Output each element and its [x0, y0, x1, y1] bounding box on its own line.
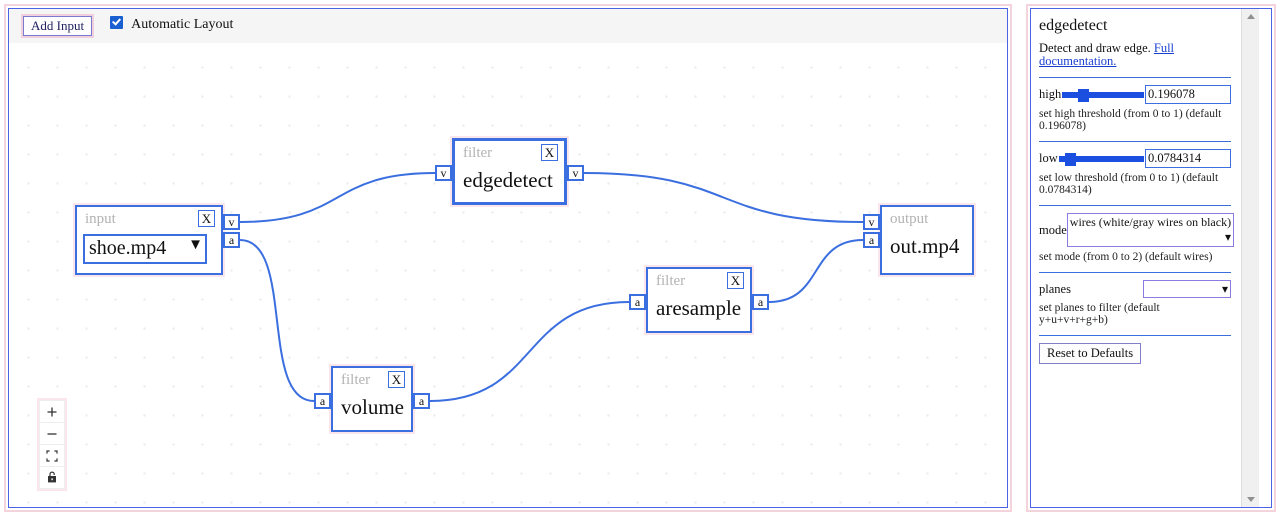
properties-body: edgedetect Detect and draw edge. Full do…: [1031, 9, 1241, 507]
node-header: filter X: [333, 368, 411, 394]
reset-to-defaults-button[interactable]: Reset to Defaults: [1039, 343, 1142, 364]
field-label-high: high: [1039, 87, 1062, 101]
node-close-button[interactable]: X: [727, 272, 744, 289]
field-row-planes: planes ▾: [1039, 280, 1231, 298]
select-planes[interactable]: ▾: [1143, 280, 1231, 298]
port-in-a-output[interactable]: a: [863, 232, 880, 248]
fit-view-icon: [46, 449, 58, 462]
fit-view-button[interactable]: [40, 445, 64, 467]
node-kind-label: input: [85, 211, 116, 227]
field-label-mode: mode: [1039, 222, 1067, 237]
lock-icon: [48, 471, 56, 483]
port-in-v-edgedetect[interactable]: v: [435, 165, 452, 181]
description-text: Detect and draw edge.: [1039, 41, 1151, 55]
node-kind-label: filter: [463, 145, 493, 161]
properties-description: Detect and draw edge. Full documentation…: [1039, 42, 1231, 68]
edge-aresample-to-output[interactable]: [768, 239, 864, 303]
slider-thumb-high[interactable]: [1078, 88, 1090, 102]
port-out-a-volume[interactable]: a: [413, 393, 430, 409]
field-help-mode: set mode (from 0 to 2) (default wires): [1039, 251, 1213, 263]
node-header: input X: [77, 207, 221, 233]
node-kind-label: output: [890, 211, 929, 227]
scroll-up-button[interactable]: [1242, 9, 1259, 24]
port-out-v-input[interactable]: v: [223, 214, 240, 230]
node-title: aresample: [656, 296, 742, 320]
zoom-out-button[interactable]: [40, 423, 64, 445]
select-value-mode: wires (white/gray wires on black): [1069, 215, 1232, 229]
node-header: filter X: [648, 269, 750, 295]
chevron-down-icon: ▾: [1221, 282, 1228, 296]
automatic-layout-control[interactable]: Automatic Layout: [110, 15, 233, 33]
plus-icon: [47, 407, 57, 416]
edge-volume-to-aresample[interactable]: [429, 301, 630, 402]
chevron-up-icon: [1246, 14, 1255, 19]
lock-button[interactable]: [40, 467, 64, 488]
field-label-planes: planes: [1039, 281, 1071, 296]
chevron-down-icon: [1246, 497, 1255, 502]
properties-title: edgedetect: [1039, 17, 1108, 34]
node-close-button[interactable]: X: [388, 371, 405, 388]
node-kind-label: filter: [656, 273, 686, 289]
slider-thumb-low[interactable]: [1065, 152, 1077, 166]
field-help-high: set high threshold (from 0 to 1) (defaul…: [1039, 108, 1222, 132]
editor-toolbar: Add Input Automatic Layout: [9, 9, 1007, 43]
field-divider: [1039, 141, 1231, 142]
field-divider: [1039, 77, 1231, 78]
number-input-low[interactable]: 0.0784314: [1145, 149, 1231, 168]
add-input-button[interactable]: Add Input: [20, 14, 95, 38]
chevron-down-icon: ▾: [1225, 230, 1232, 244]
properties-fields: high 0.196078 set high threshold (from 0 t…: [1039, 77, 1235, 364]
field-help-planes: set planes to filter (default y+u+v+r+g+…: [1039, 302, 1160, 326]
slider-high[interactable]: [1062, 88, 1144, 102]
node-header: filter X: [455, 141, 564, 167]
port-in-a-aresample[interactable]: a: [629, 294, 646, 310]
number-input-high[interactable]: 0.196078: [1145, 85, 1231, 104]
node-kind-label: filter: [341, 372, 371, 388]
select-mode[interactable]: wires (white/gray wires on black)▾: [1066, 213, 1235, 247]
node-title: volume: [341, 395, 404, 419]
zoom-in-button[interactable]: [40, 401, 64, 423]
edge-edgedetect-to-output[interactable]: [583, 172, 864, 223]
field-divider: [1039, 272, 1231, 273]
scroll-down-button[interactable]: [1242, 492, 1259, 507]
field-row-low: low 0.0784314: [1039, 149, 1231, 168]
edge-input-to-volume[interactable]: [239, 239, 315, 402]
port-in-v-output[interactable]: v: [863, 214, 880, 230]
port-out-a-aresample[interactable]: a: [752, 294, 769, 310]
port-in-a-volume[interactable]: a: [314, 393, 331, 409]
field-divider: [1039, 335, 1231, 336]
graph-edges: [239, 172, 864, 402]
properties-inner: edgedetect Detect and draw edge. Full do…: [1030, 8, 1272, 508]
properties-scrollbar[interactable]: [1241, 9, 1259, 507]
input-file-select[interactable]: shoe.mp4▼: [83, 234, 207, 264]
node-title: out.mp4: [890, 234, 960, 258]
minus-icon: [47, 432, 57, 435]
properties-panel: edgedetect Detect and draw edge. Full do…: [1026, 4, 1276, 512]
field-row-high: high 0.196078: [1039, 85, 1231, 104]
node-close-button[interactable]: X: [198, 210, 215, 227]
node-close-button[interactable]: X: [541, 144, 558, 161]
node-header: output: [882, 207, 972, 233]
automatic-layout-label: Automatic Layout: [131, 17, 234, 32]
field-label-low: low: [1039, 151, 1058, 165]
port-out-v-edgedetect[interactable]: v: [567, 165, 584, 181]
node-output[interactable]: output out.mp4: [878, 203, 976, 277]
automatic-layout-checkbox[interactable]: [110, 16, 124, 29]
field-help-low: set low threshold (from 0 to 1) (default…: [1039, 172, 1219, 196]
full-documentation-link[interactable]: Full documentation.: [1039, 41, 1175, 68]
edge-input-to-edgedetect[interactable]: [239, 172, 436, 223]
slider-low[interactable]: [1058, 152, 1144, 166]
zoom-controls: [37, 398, 67, 491]
node-title: edgedetect: [463, 168, 553, 192]
field-divider: [1039, 205, 1231, 206]
port-out-a-input[interactable]: a: [223, 232, 240, 248]
